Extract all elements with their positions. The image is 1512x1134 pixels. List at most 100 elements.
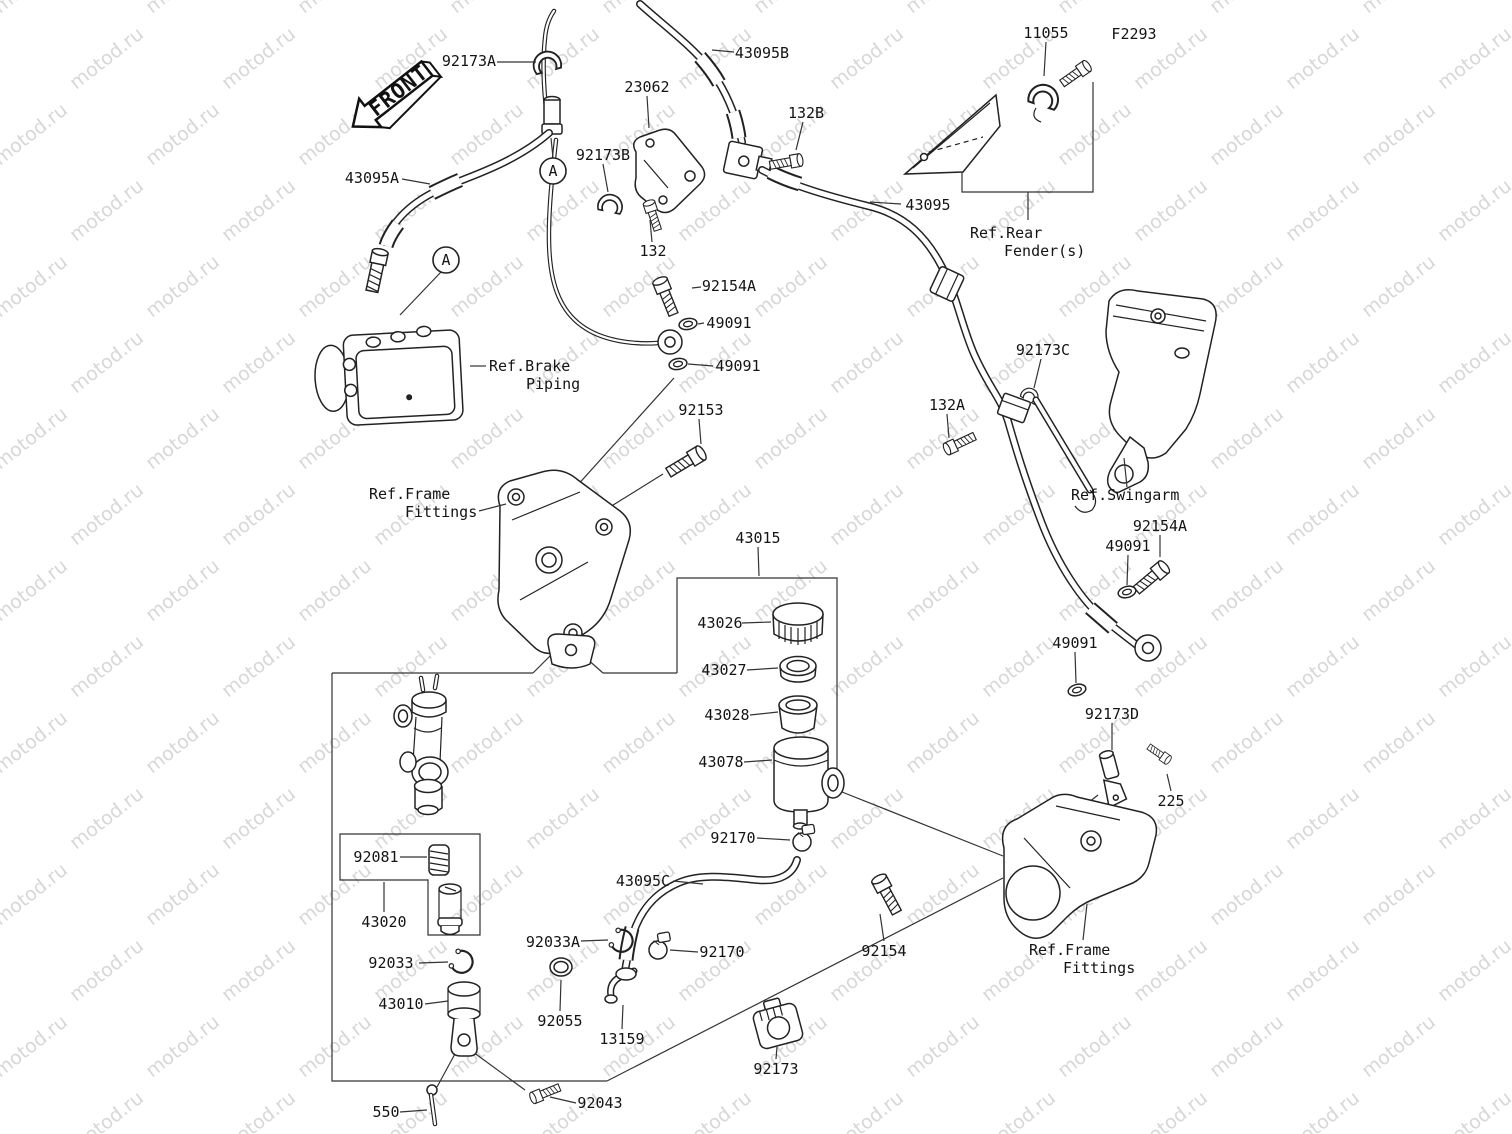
part-label-43015: 43015 (735, 529, 780, 547)
reservoir-cap-43026 (772, 602, 824, 645)
watermark-text: motod.ru (218, 479, 300, 550)
watermark-text: motod.ru (1358, 555, 1440, 626)
watermark-text: motod.ru (1130, 1087, 1212, 1134)
watermark-text: motod.ru (1206, 403, 1288, 474)
leader-line (691, 286, 702, 289)
part-label-fittings: Fittings (1063, 959, 1135, 977)
leader-line (401, 178, 431, 185)
part-label-92173: 92173 (753, 1060, 798, 1078)
watermark-text: motod.ru (826, 479, 908, 550)
plunger-43020 (437, 883, 463, 936)
part-label-43027: 43027 (701, 661, 746, 679)
part-label-92043: 92043 (577, 1094, 622, 1112)
watermark-text: motod.ru (142, 555, 224, 626)
leader-line (687, 363, 714, 367)
leader-line (424, 1000, 449, 1005)
reservoir-plate-43027 (779, 655, 817, 683)
part-label-92173d: 92173D (1085, 705, 1139, 723)
watermark-text: motod.ru (1206, 1011, 1288, 1082)
watermark-text: motod.ru (750, 0, 832, 18)
clamp-92173d (1098, 750, 1128, 809)
watermark-text: motod.ru (826, 1087, 908, 1134)
watermark-text: motod.ru (750, 403, 832, 474)
hose-43095a (365, 129, 553, 294)
part-label-92173b: 92173B (576, 146, 630, 164)
leader-line (946, 413, 950, 439)
watermark-text: motod.ru (826, 631, 908, 702)
watermark-text: motod.ru (1206, 251, 1288, 322)
watermark-text: motod.ru (66, 175, 148, 246)
leader-line (795, 121, 804, 151)
watermark-text: motod.ru (902, 555, 984, 626)
watermark-text: motod.ru (142, 859, 224, 930)
leader-line (399, 1109, 428, 1113)
bolt-92154a-front (651, 274, 682, 318)
part-label-43026: 43026 (697, 614, 742, 632)
watermark-text: motod.ru (978, 1087, 1060, 1134)
leader-line (749, 711, 779, 716)
caliper-bracket (1001, 793, 1158, 939)
watermark-text: motod.ru (66, 935, 148, 1006)
watermark-text: motod.ru (1434, 175, 1512, 246)
watermark-text: motod.ru (598, 707, 680, 778)
watermark-text: motod.ru (0, 1011, 72, 1082)
watermark-text: motod.ru (66, 327, 148, 398)
leader-line (711, 49, 735, 53)
pin-550 (426, 1084, 438, 1127)
watermark-text: motod.ru (66, 631, 148, 702)
watermark-text: motod.ru (1054, 1011, 1136, 1082)
watermark-text: motod.ru (66, 479, 148, 550)
part-label-92055: 92055 (537, 1012, 582, 1030)
leader-line (669, 949, 699, 953)
pipe-joint-fitting (541, 95, 563, 135)
washer-49091-rear-upper (1116, 583, 1138, 601)
washer-49091-rear-lower (1066, 681, 1088, 699)
detail-marker-label: A (441, 251, 450, 269)
watermark-text: motod.ru (1434, 783, 1512, 854)
watermark-text: motod.ru (218, 783, 300, 854)
watermark-text: motod.ru (370, 631, 452, 702)
clamp-92173c (1019, 384, 1097, 513)
leader-line (1033, 358, 1042, 389)
leader-line (743, 759, 773, 763)
part-label-49091: 49091 (1052, 634, 1097, 652)
watermark-text: motod.ru (1054, 99, 1136, 170)
watermark-text: motod.ru (66, 1087, 148, 1134)
watermark-text: motod.ru (66, 23, 148, 94)
watermark-text: motod.ru (1434, 479, 1512, 550)
watermark-text: motod.ru (1206, 0, 1288, 18)
watermark-text: motod.ru (294, 251, 376, 322)
watermark-text: motod.ru (446, 0, 528, 18)
watermark-text: motod.ru (1206, 555, 1288, 626)
spring-92081 (428, 844, 450, 876)
part-label-49091: 49091 (1105, 537, 1150, 555)
watermark-text: motod.ru (142, 99, 224, 170)
part-label-43095: 43095 (905, 196, 950, 214)
detail-marker-circle (539, 157, 567, 185)
clamp-92173 (752, 997, 804, 1050)
part-label-43010: 43010 (378, 995, 423, 1013)
hose-43095b (636, 0, 747, 146)
washer-49091-front-upper (677, 316, 699, 332)
watermark-text: motod.ru (142, 0, 224, 18)
leader-line (756, 837, 791, 841)
leader-line (649, 219, 653, 243)
watermark-text: motod.ru (1206, 99, 1288, 170)
swingarm-bracket (1105, 289, 1217, 494)
leader-line (698, 418, 702, 445)
clamp-11055-hook (1033, 107, 1042, 123)
part-label-ref-swingarm: Ref.Swingarm (1071, 486, 1179, 504)
watermark-text: motod.ru (1130, 175, 1212, 246)
leader-line (775, 1046, 778, 1060)
part-label-ref-brake: Ref.Brake (489, 357, 570, 375)
frame-bracket (497, 469, 632, 669)
watermark-text: motod.ru (294, 1011, 376, 1082)
leader-line (646, 95, 650, 129)
watermark-text: motod.ru (142, 403, 224, 474)
bolt-92154 (869, 871, 905, 918)
watermark-text: motod.ru (1358, 403, 1440, 474)
leader-line (602, 163, 609, 193)
leader-line (741, 621, 772, 624)
watermark-text: motod.ru (1282, 783, 1364, 854)
watermark-text: motod.ru (1434, 1087, 1512, 1134)
